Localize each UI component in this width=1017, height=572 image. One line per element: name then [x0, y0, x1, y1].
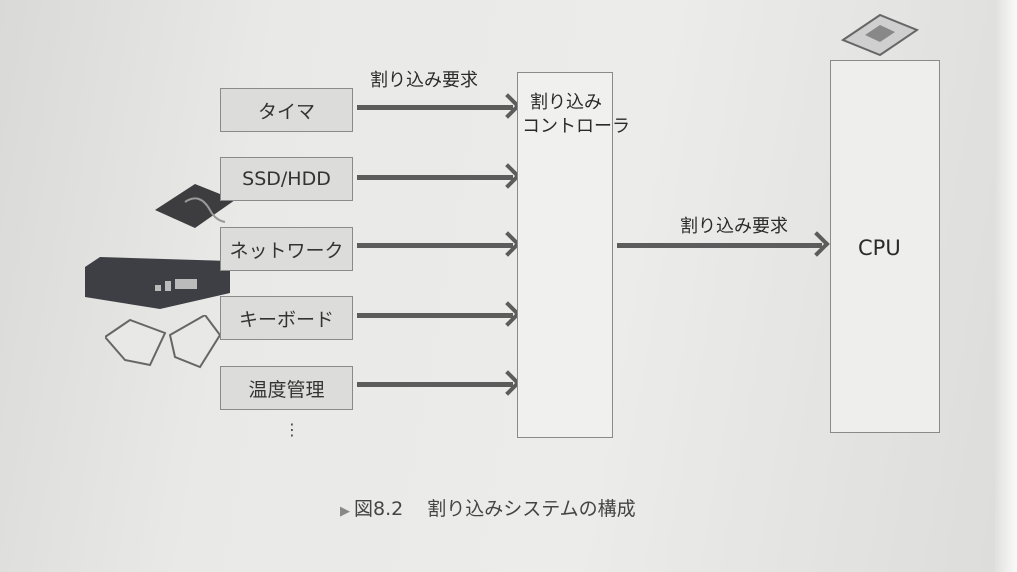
source-timer: タイマ — [220, 88, 353, 132]
source-label: 温度管理 — [248, 378, 325, 401]
figure-caption: ▶ 図8.2 割り込みシステムの構成 — [340, 494, 636, 521]
cpu-chip-icon — [840, 13, 920, 57]
source-label: タイマ — [257, 100, 315, 123]
arrow-network — [357, 243, 513, 248]
source-ssd-hdd: SSD/HDD — [220, 157, 353, 201]
arrow-keyboard — [357, 313, 513, 318]
source-thermal: 温度管理 — [220, 366, 353, 410]
controller-label-1: 割り込み — [530, 92, 602, 113]
source-label: キーボード — [238, 308, 334, 331]
caption-marker: ▶ — [340, 504, 350, 519]
source-label: ネットワーク — [229, 239, 344, 262]
left-arrow-label: 割り込み要求 — [370, 70, 478, 91]
cpu-box — [830, 60, 940, 433]
arrow-ssd — [357, 175, 513, 180]
source-keyboard: キーボード — [220, 296, 353, 340]
figure-number: 図8.2 — [354, 498, 404, 520]
right-arrow-label: 割り込み要求 — [680, 216, 788, 237]
ellipsis: ⋮ — [284, 420, 300, 439]
controller-label-2: コントローラ — [522, 116, 630, 137]
arrow-timer — [357, 105, 513, 110]
page-edge — [995, 0, 1017, 572]
figure-title: 割り込みシステムの構成 — [427, 498, 636, 520]
source-network: ネットワーク — [220, 227, 353, 271]
source-label: SSD/HDD — [242, 168, 331, 190]
keyboard-icon — [105, 315, 222, 369]
hdd-icon — [155, 184, 235, 228]
cpu-label: CPU — [858, 236, 901, 260]
network-switch-icon — [85, 257, 230, 309]
arrow-thermal — [357, 382, 513, 387]
arrow-to-cpu — [617, 243, 822, 248]
interrupt-controller — [517, 72, 613, 438]
